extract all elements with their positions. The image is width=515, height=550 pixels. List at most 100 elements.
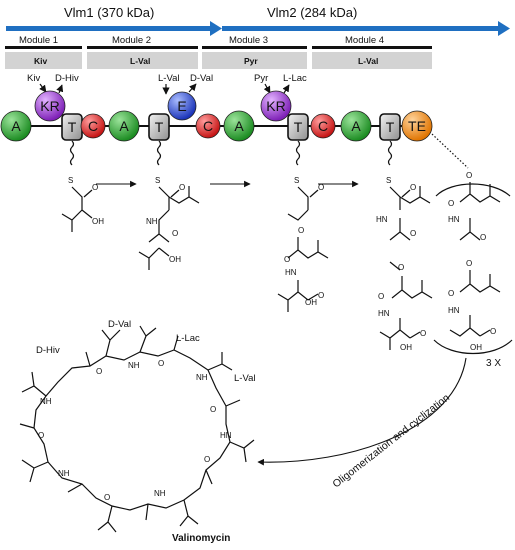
vlm2-arrow-bar xyxy=(222,26,500,31)
int5-hn2: HN xyxy=(448,306,460,315)
module-1: Module 1 Kiv xyxy=(5,35,82,69)
svg-text:KR: KR xyxy=(266,98,285,114)
valino-l-lac: L-Lac xyxy=(176,333,200,344)
int5-oh: OH xyxy=(470,343,482,352)
annot-l-val: L-Val xyxy=(158,73,179,84)
valino-nh-4: NH xyxy=(58,469,70,478)
int3-hn: HN xyxy=(285,268,297,277)
svg-text:E: E xyxy=(177,98,186,114)
int3-oh: OH xyxy=(305,298,317,307)
vlm1-arrow-head xyxy=(210,21,222,36)
svg-text:C: C xyxy=(88,118,98,134)
oligomerization-arrow xyxy=(257,357,467,466)
int1-s: S xyxy=(68,176,73,185)
svg-text:A: A xyxy=(11,118,21,134)
module-4-substrate-box xyxy=(312,52,432,69)
module-2: Module 2 L-Val xyxy=(87,35,198,69)
valino-o-5: O xyxy=(104,493,110,502)
domain-a-3: A xyxy=(223,110,255,142)
annot-d-val: D-Val xyxy=(190,73,213,84)
valinomycin-structure: O NH O NH O HN O NH O NH O NH D-Val D-Hi… xyxy=(19,319,255,544)
module-3-bar xyxy=(202,46,307,49)
ppant-arm-3 xyxy=(295,140,301,166)
svg-text:A: A xyxy=(234,118,244,134)
int5-hn: HN xyxy=(448,215,460,224)
svg-text:A: A xyxy=(351,118,361,134)
int4-o4: O xyxy=(420,329,426,338)
int4-oh: OH xyxy=(400,343,412,352)
annot-d-hiv-arrow xyxy=(56,84,64,94)
intermediate-5: O O HN O O O HN O OH 3 X xyxy=(433,171,513,369)
annot-pyr: Pyr xyxy=(254,73,268,84)
domain-a-4: A xyxy=(340,110,372,142)
module-4: Module 4 L-Val xyxy=(312,35,432,69)
te-offload-line xyxy=(431,133,469,169)
domain-kr-1: KR xyxy=(34,90,66,122)
svg-text:C: C xyxy=(318,118,328,134)
int2-s: S xyxy=(155,176,160,185)
valino-o-2: O xyxy=(158,359,164,368)
bracket-top xyxy=(435,183,511,197)
svg-text:TE: TE xyxy=(408,118,426,134)
intermediate-1: S O OH xyxy=(61,176,104,232)
module-2-label: Module 2 xyxy=(112,35,151,46)
domain-kr-2: KR xyxy=(260,90,292,122)
intermediate-2: S O NH O OH xyxy=(138,176,200,270)
int4-o-ester: O xyxy=(398,263,404,272)
ppant-arm-2 xyxy=(156,140,162,166)
bracket-bottom xyxy=(433,339,513,355)
svg-text:T: T xyxy=(155,119,164,135)
module-2-substrate: L-Val xyxy=(130,56,150,66)
valino-hn-1: HN xyxy=(220,431,232,440)
int1-o: O xyxy=(92,183,98,192)
domain-a-2: A xyxy=(108,110,140,142)
domain-e: E xyxy=(167,91,197,121)
int3-o2: O xyxy=(284,255,290,264)
valino-o-6: O xyxy=(38,431,44,440)
side-chains xyxy=(19,325,255,533)
valino-d-val: D-Val xyxy=(108,319,131,330)
reaction-arrows xyxy=(96,180,467,466)
module-2-substrate-box xyxy=(87,52,198,69)
annot-d-hiv: D-Hiv xyxy=(55,73,79,84)
svg-text:T: T xyxy=(386,119,395,135)
int2-oh: OH xyxy=(169,255,181,264)
svg-text:C: C xyxy=(203,118,213,134)
int5-o2: O xyxy=(480,233,486,242)
protein-vlm1: Vlm1 (370 kDa) xyxy=(6,5,222,36)
annot-pyr-arrow xyxy=(263,83,271,94)
intermediate-4: S O HN O O O HN O OH xyxy=(376,176,433,352)
ppant-arm-1 xyxy=(69,140,75,166)
module-2-bar xyxy=(87,46,198,49)
valinomycin-label: Valinomycin xyxy=(172,533,230,544)
int5-o-top: O xyxy=(466,171,472,180)
valino-l-val: L-Val xyxy=(234,373,255,384)
process-label: Oligomerization and cyclization xyxy=(330,392,452,491)
valino-nh-5: NH xyxy=(40,397,52,406)
annot-l-lac-arrow xyxy=(282,84,290,94)
domain-c-2: C xyxy=(195,113,221,139)
domain-te: TE xyxy=(401,110,433,142)
svg-text:A: A xyxy=(119,118,129,134)
module-4-label: Module 4 xyxy=(345,35,384,46)
int4-hn2: HN xyxy=(378,309,390,318)
valino-o-3: O xyxy=(210,405,216,414)
ppant-arm-4 xyxy=(387,140,393,166)
domain-t-3: T xyxy=(287,113,309,141)
domain-t-2: T xyxy=(148,113,170,141)
valino-nh-1: NH xyxy=(128,361,140,370)
int1-oh: OH xyxy=(92,217,104,226)
int2-o: O xyxy=(179,183,185,192)
valino-d-hiv: D-Hiv xyxy=(36,345,60,356)
int5-o4: O xyxy=(490,327,496,336)
int3-s: S xyxy=(294,176,299,185)
repeat-label: 3 X xyxy=(486,358,501,369)
valino-nh-2: NH xyxy=(196,373,208,382)
domain-chain: A KR T C A T E C xyxy=(0,90,433,142)
module-1-substrate-box xyxy=(5,52,82,69)
domain-t-4: T xyxy=(379,113,401,141)
int3-o-ester: O xyxy=(298,226,304,235)
domain-a-1: A xyxy=(0,110,32,142)
int3-o3: O xyxy=(318,291,324,300)
